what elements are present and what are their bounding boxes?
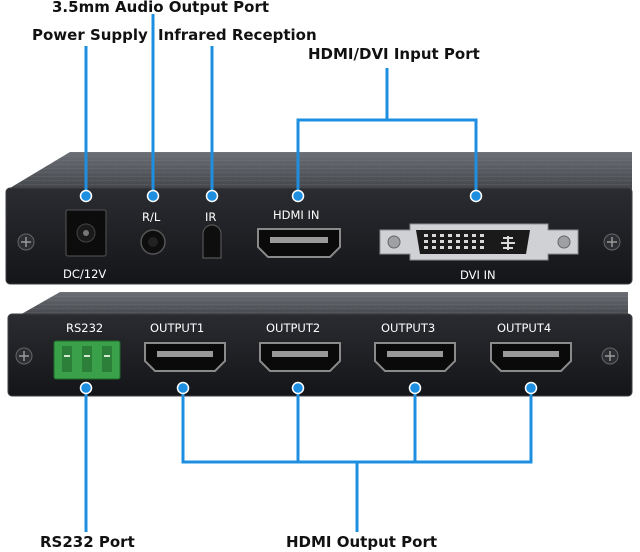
ir-label: IR: [205, 210, 217, 224]
output4-label: OUTPUT4: [497, 321, 552, 335]
screw-icon: [601, 347, 619, 365]
leader-lines: [79, 14, 538, 532]
hdmi-output-port-icon: [259, 342, 341, 372]
dc-label: DC/12V: [63, 267, 107, 281]
output3-label: OUTPUT3: [381, 321, 436, 335]
screw-icon: [603, 233, 621, 251]
infrared-callout: Infrared Reception: [158, 26, 317, 44]
output2-label: OUTPUT2: [266, 321, 321, 335]
dvi-in-label: DVI IN: [460, 268, 496, 282]
output1-label: OUTPUT1: [150, 321, 205, 335]
lower-unit: [7, 292, 633, 397]
power-supply-callout: Power Supply: [32, 26, 148, 44]
audio-port-callout: 3.5mm Audio Output Port: [52, 0, 270, 16]
screw-icon: [15, 347, 33, 365]
rl-label: R/L: [142, 210, 161, 224]
hdmi-output-port-icon: [144, 342, 226, 372]
hdmi-dvi-input-callout: HDMI/DVI Input Port: [308, 45, 480, 63]
hdmi-output-port-icon: [374, 342, 456, 372]
rs232-label: RS232: [66, 321, 104, 335]
hdmi-in-port-icon: [257, 228, 341, 258]
rs232-terminal-icon: [53, 340, 121, 380]
audio-jack-icon: [140, 229, 166, 255]
ir-receiver-icon: [202, 224, 222, 259]
screw-icon: [17, 233, 35, 251]
dc-jack-icon: [65, 209, 107, 257]
hdmi-output-callout: HDMI Output Port: [286, 533, 438, 551]
hdmi-output-port-icon: [490, 342, 572, 372]
dvi-in-port-icon: [379, 223, 579, 261]
rs232-port-callout: RS232 Port: [40, 533, 135, 551]
hdmi-in-label: HDMI IN: [273, 208, 320, 222]
